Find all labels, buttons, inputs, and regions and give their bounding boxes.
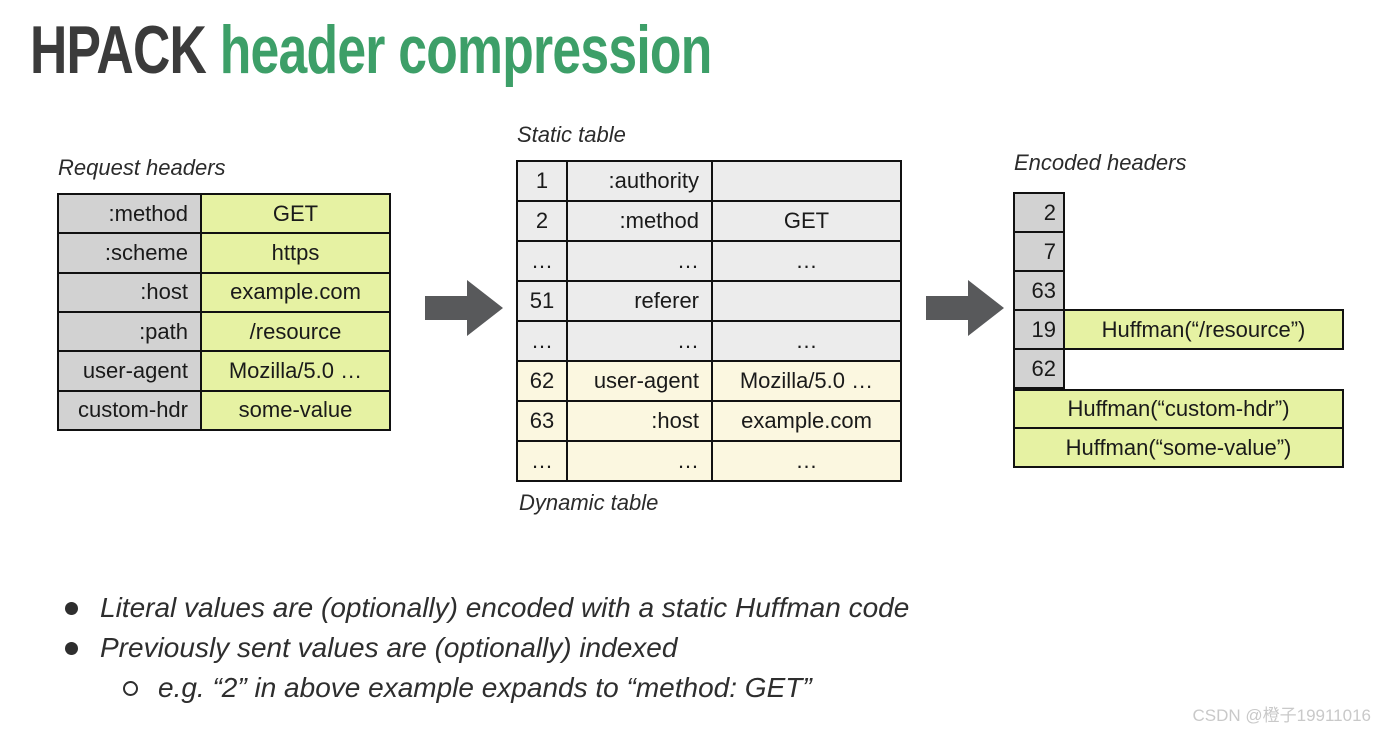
flow-arrow-icon (425, 280, 503, 336)
header-value-cell: https (202, 234, 389, 272)
table-row: :host example.com (59, 273, 389, 313)
header-name-cell: :host (59, 273, 202, 311)
flow-arrow-icon (926, 280, 1004, 336)
name-cell: … (568, 322, 713, 360)
bullet-text: Literal values are (optionally) encoded … (100, 592, 910, 623)
encoded-index-box: 7 (1013, 231, 1065, 272)
header-value-cell: /resource (202, 312, 389, 351)
huffman-custom-hdr-box: Huffman(“custom-hdr”) (1013, 389, 1344, 429)
request-headers-table: :method GET :scheme https :host example.… (57, 193, 391, 431)
name-cell: :authority (568, 162, 713, 200)
value-cell: … (713, 442, 900, 480)
table-row: user-agent Mozilla/5.0 … (59, 352, 389, 392)
header-name-cell: user-agent (59, 352, 202, 390)
bullet-list: Literal values are (optionally) encoded … (60, 588, 1160, 708)
table-row: … … … (518, 322, 900, 362)
index-cell: 63 (518, 402, 568, 440)
table-row: 62 user-agent Mozilla/5.0 … (518, 362, 900, 402)
index-cell: 62 (518, 362, 568, 400)
name-cell: referer (568, 282, 713, 320)
huffman-some-value-box: Huffman(“some-value”) (1013, 427, 1344, 468)
table-row: 1 :authority (518, 162, 900, 202)
encoded-index-box: 2 (1013, 192, 1065, 233)
dynamic-table-label: Dynamic table (519, 490, 659, 515)
bullet-text: e.g. “2” in above example expands to “me… (158, 672, 812, 703)
encoded-index-box: 63 (1013, 270, 1065, 311)
table-row: … … … (518, 442, 900, 480)
bullet-subitem: e.g. “2” in above example expands to “me… (60, 668, 1160, 708)
table-row: :scheme https (59, 234, 389, 274)
title-accent: header compression (219, 12, 713, 88)
value-cell: … (713, 322, 900, 360)
header-value-cell: some-value (202, 391, 389, 429)
index-table: 1 :authority 2 :method GET … … … 51 refe… (516, 160, 902, 482)
value-cell: … (713, 242, 900, 280)
bullet-item: Previously sent values are (optionally) … (60, 628, 1160, 668)
value-cell: Mozilla/5.0 … (713, 362, 900, 400)
name-cell: … (568, 242, 713, 280)
header-value-cell: GET (202, 195, 389, 233)
index-cell: … (518, 242, 568, 280)
table-row: 63 :host example.com (518, 402, 900, 442)
header-name-cell: :method (59, 195, 202, 233)
name-cell: :host (568, 402, 713, 440)
bullet-dot-icon (65, 641, 78, 655)
bullet-text: Previously sent values are (optionally) … (100, 632, 678, 663)
header-name-cell: :path (59, 312, 202, 351)
name-cell: user-agent (568, 362, 713, 400)
encoded-index-stack: 2 7 63 19 62 (1013, 192, 1065, 389)
watermark: CSDN @橙子19911016 (1192, 706, 1371, 725)
value-cell: GET (713, 202, 900, 240)
table-row: 51 referer (518, 282, 900, 322)
header-name-cell: :scheme (59, 234, 202, 272)
header-value-cell: example.com (202, 273, 389, 311)
name-cell: :method (568, 202, 713, 240)
table-row: 2 :method GET (518, 202, 900, 242)
index-cell: 51 (518, 282, 568, 320)
encoded-index-box: 19 (1013, 309, 1065, 350)
bullet-item: Literal values are (optionally) encoded … (60, 588, 1160, 628)
header-value-cell: Mozilla/5.0 … (202, 352, 389, 390)
encoded-index-box: 62 (1013, 348, 1065, 389)
header-name-cell: custom-hdr (59, 391, 202, 429)
bullet-circle-icon (123, 680, 138, 696)
value-cell (713, 162, 900, 200)
title-word-hpack: HPACK (30, 12, 207, 88)
huffman-resource-box: Huffman(“/resource”) (1063, 309, 1344, 350)
name-cell: … (568, 442, 713, 480)
table-row: custom-hdr some-value (59, 391, 389, 429)
table-row: :path /resource (59, 312, 389, 353)
index-cell: … (518, 442, 568, 480)
table-row: :method GET (59, 195, 389, 235)
request-headers-label: Request headers (58, 155, 226, 180)
bullet-dot-icon (65, 601, 78, 615)
static-table-label: Static table (517, 122, 626, 147)
index-cell: 2 (518, 202, 568, 240)
index-cell: 1 (518, 162, 568, 200)
index-cell: … (518, 322, 568, 360)
table-row: … … … (518, 242, 900, 282)
value-cell (713, 282, 900, 320)
slide-title: HPACK header compression (30, 16, 712, 84)
value-cell: example.com (713, 402, 900, 440)
encoded-headers-label: Encoded headers (1014, 150, 1187, 175)
